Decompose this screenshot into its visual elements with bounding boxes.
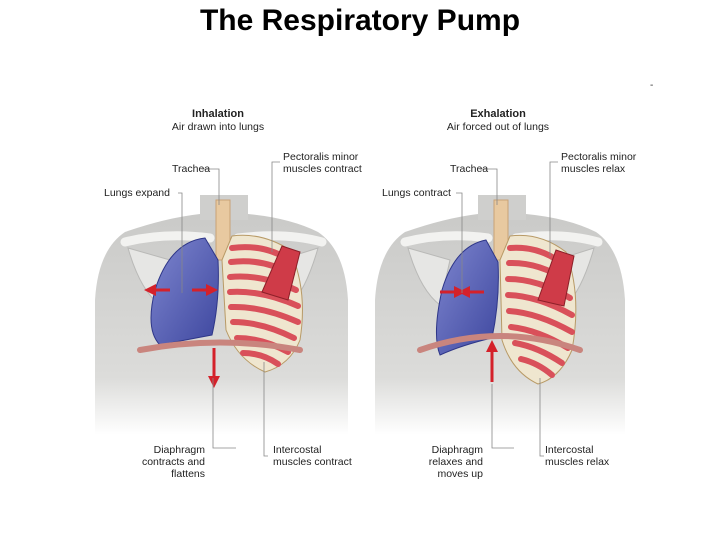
pectoralis-minor: [261, 245, 301, 301]
exhalation-diaphragm-label: Diaphragm relaxes and moves up: [428, 444, 483, 480]
inhalation-trachea-label: Trachea: [172, 163, 211, 175]
corner-mark: -: [650, 80, 654, 91]
exhalation-figure: [375, 161, 625, 457]
exhalation-subheading: Air forced out of lungs: [446, 121, 550, 133]
diaphragm: [137, 339, 303, 353]
exhalation-trachea-label: Trachea: [450, 163, 489, 175]
inhalation-leaders: [178, 161, 280, 457]
clavicle-left: [400, 231, 493, 247]
exhalation-intercostal-label: Intercostal muscles relax: [545, 444, 610, 468]
exhalation-lungs-label: Lungs contract: [382, 187, 451, 199]
exhalation-leaders: [456, 161, 558, 457]
inhalation-heading: Inhalation: [192, 108, 244, 120]
exhalation-pectoralis-label: Pectoralis minor muscles relax: [561, 151, 637, 175]
inhalation-diaphragm-label: Diaphragm contracts and flattens: [141, 444, 205, 480]
inhalation-figure: [95, 161, 348, 457]
clavicle-left: [120, 231, 215, 247]
inhalation-subheading: Air drawn into lungs: [171, 121, 265, 133]
diaphragm: [417, 333, 583, 353]
inhalation-pectoralis-label: Pectoralis minor muscles contract: [283, 151, 362, 175]
exhalation-heading: Exhalation: [470, 108, 526, 120]
pectoralis-minor: [537, 249, 575, 307]
inhalation-lungs-label: Lungs expand: [104, 187, 170, 199]
inhalation-intercostal-label: Intercostal muscles contract: [273, 444, 352, 468]
page-title: The Respiratory Pump: [199, 4, 521, 37]
